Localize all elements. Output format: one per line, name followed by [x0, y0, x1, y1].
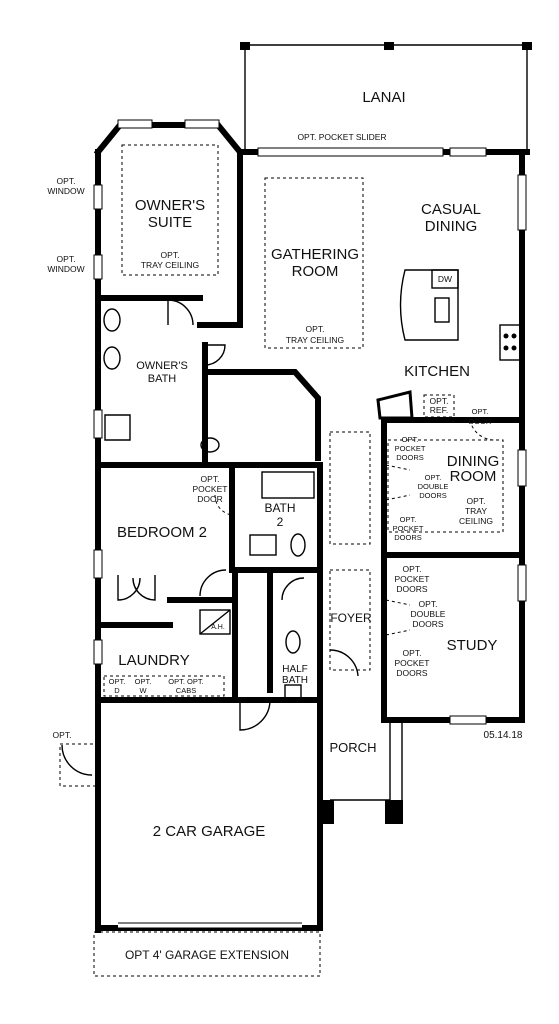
garage-optional-bump [59, 743, 97, 787]
garage-extension-label: OPT 4' GARAGE EXTENSION [125, 948, 289, 962]
kitchen-label: KITCHEN [404, 363, 470, 380]
laundry-label: LAUNDRY [118, 652, 189, 669]
opt-window-upper-2: WINDOW [47, 186, 84, 196]
opt-window-upper-1: OPT. [57, 176, 76, 186]
garage-extension-outline [93, 931, 321, 977]
gathering-room-label-1: GATHERING [271, 246, 359, 263]
gathering-tray-note-2: TRAY CEILING [286, 335, 344, 345]
owners-tray-note-2: TRAY CEILING [141, 260, 199, 270]
dining-pocket-upper-2: POCKET [395, 444, 426, 453]
casual-dining-label-2: DINING [425, 218, 478, 235]
door-swings [61, 299, 496, 776]
laundry-opt-cabs-1: OPT. OPT. [168, 677, 203, 686]
laundry-opt-d-2: D [114, 686, 120, 695]
dining-pocket-lower-3: DOORS [394, 533, 422, 542]
kitchen-opt-door-1: OPT. [472, 407, 489, 416]
laundry-opt-cabs-2: CABS [176, 686, 196, 695]
half-bath-label-2: BATH [282, 675, 308, 686]
owners-bath-label-2: BATH [148, 373, 177, 385]
windows [93, 119, 527, 725]
dining-pocket-lower-1: OPT. [400, 515, 417, 524]
study-pocket-upper-3: DOORS [396, 584, 428, 594]
dining-double-3: DOORS [419, 491, 447, 500]
dining-room-label-1: DINING [447, 453, 500, 470]
bath-2-label-1: BATH [264, 501, 295, 515]
study-pocket-lower-3: DOORS [396, 668, 428, 678]
dining-double-1: OPT. [425, 473, 442, 482]
owners-suite-label-1: OWNER'S [135, 197, 205, 214]
half-bath-label-1: HALF [282, 664, 308, 675]
room-labels: LANAI OWNER'S SUITE GATHERING ROOM CASUA… [117, 89, 499, 962]
laundry-opt-w-2: W [139, 686, 147, 695]
opt-ref-note-2: REF. [430, 405, 448, 415]
owners-suite-label-2: SUITE [148, 214, 192, 231]
dishwasher-note: DW [438, 274, 452, 284]
study-double-1: OPT. [419, 599, 438, 609]
opt-ref-note-1: OPT. [430, 396, 449, 406]
lanai-area [240, 42, 532, 152]
plan-notes: OPT. POCKET SLIDER OPT. WINDOW OPT. WIND… [47, 132, 523, 741]
porch-label: PORCH [330, 740, 377, 755]
study-pocket-lower-2: POCKET [395, 658, 430, 668]
study-double-2: DOUBLE [411, 609, 446, 619]
casual-dining-label-1: CASUAL [421, 201, 481, 218]
opt-window-lower-1: OPT. [57, 254, 76, 264]
bedroom-2-label: BEDROOM 2 [117, 524, 207, 541]
study-pocket-upper-1: OPT. [403, 564, 422, 574]
dining-pocket-upper-1: OPT. [402, 435, 419, 444]
lanai-label: LANAI [362, 89, 405, 106]
kitchen-island [376, 269, 521, 420]
garage-opt-note: OPT. [53, 730, 72, 740]
air-handler-note: A.H. [211, 624, 225, 631]
owners-bath-label-1: OWNER'S [136, 360, 188, 372]
study-pocket-upper-2: POCKET [395, 574, 430, 584]
bedroom-pocket-3: DOOR [197, 494, 223, 504]
optional-dashed-areas [103, 144, 504, 697]
bedroom-pocket-2: POCKET [193, 484, 228, 494]
bath-fixtures [103, 308, 315, 700]
opt-window-lower-2: WINDOW [47, 264, 84, 274]
dining-double-2: DOUBLE [418, 482, 449, 491]
dining-tray-3: CEILING [459, 516, 493, 526]
dining-pocket-lower-2: POCKET [393, 524, 424, 533]
gathering-tray-note-1: OPT. [306, 324, 325, 334]
laundry-opt-w-1: OPT. [135, 677, 152, 686]
plan-date: 05.14.18 [484, 730, 523, 741]
laundry-opt-d-1: OPT. [109, 677, 126, 686]
dining-tray-1: OPT. [467, 496, 486, 506]
porch [322, 720, 403, 824]
pocket-slider-note: OPT. POCKET SLIDER [297, 132, 386, 142]
foyer-label: FOYER [330, 611, 372, 625]
bedroom-pocket-1: OPT. [201, 474, 220, 484]
study-double-3: DOORS [412, 619, 444, 629]
garage-label: 2 CAR GARAGE [153, 823, 266, 840]
bath-2-label-2: 2 [277, 515, 284, 529]
study-label: STUDY [447, 637, 498, 654]
garage-door [118, 922, 302, 929]
gathering-room-label-2: ROOM [292, 263, 339, 280]
kitchen-opt-door-2: DOOR [469, 417, 492, 426]
dining-pocket-upper-3: DOORS [396, 453, 424, 462]
dining-tray-2: TRAY [465, 506, 487, 516]
dining-room-label-2: ROOM [450, 468, 497, 485]
study-pocket-lower-1: OPT. [403, 648, 422, 658]
owners-tray-note-1: OPT. [161, 250, 180, 260]
